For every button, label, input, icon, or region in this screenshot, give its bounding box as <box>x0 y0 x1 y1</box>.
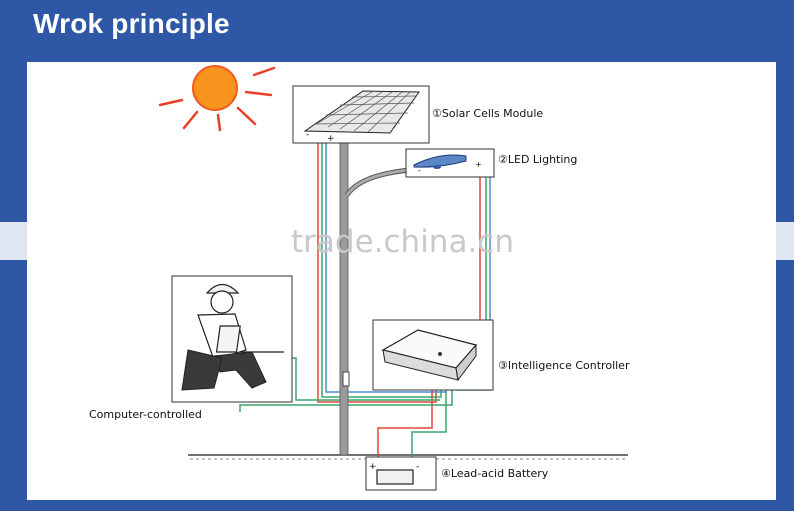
solar-cells-module: - + <box>292 85 430 144</box>
led-lighting-label: ②LED Lighting <box>498 153 577 166</box>
battery-plus-terminal: + <box>369 462 377 472</box>
right-edge-band <box>776 222 794 260</box>
lead-acid-battery-label: ④Lead-acid Battery <box>441 467 549 480</box>
led-plus-terminal: + <box>475 160 482 169</box>
solar-plus-terminal: + <box>327 134 335 144</box>
led-lighting-module: - + <box>405 148 495 178</box>
solar-minus-terminal: - <box>306 130 309 140</box>
intelligence-controller <box>372 319 494 391</box>
intelligence-controller-label: ③Intelligence Controller <box>498 359 630 372</box>
watermark: trade.china.cn <box>291 224 514 260</box>
sun-icon <box>158 65 276 132</box>
battery-minus-terminal: - <box>416 462 419 472</box>
led-minus-terminal: - <box>418 166 421 175</box>
computer-controlled-label: Computer-controlled <box>89 408 202 421</box>
solar-cells-module-label: ①Solar Cells Module <box>432 107 543 120</box>
left-edge-band <box>0 222 27 260</box>
street-light-pole <box>339 137 411 456</box>
page-title: Wrok principle <box>33 8 230 39</box>
lead-acid-battery: + - <box>365 456 437 491</box>
computer-operator <box>171 275 293 403</box>
